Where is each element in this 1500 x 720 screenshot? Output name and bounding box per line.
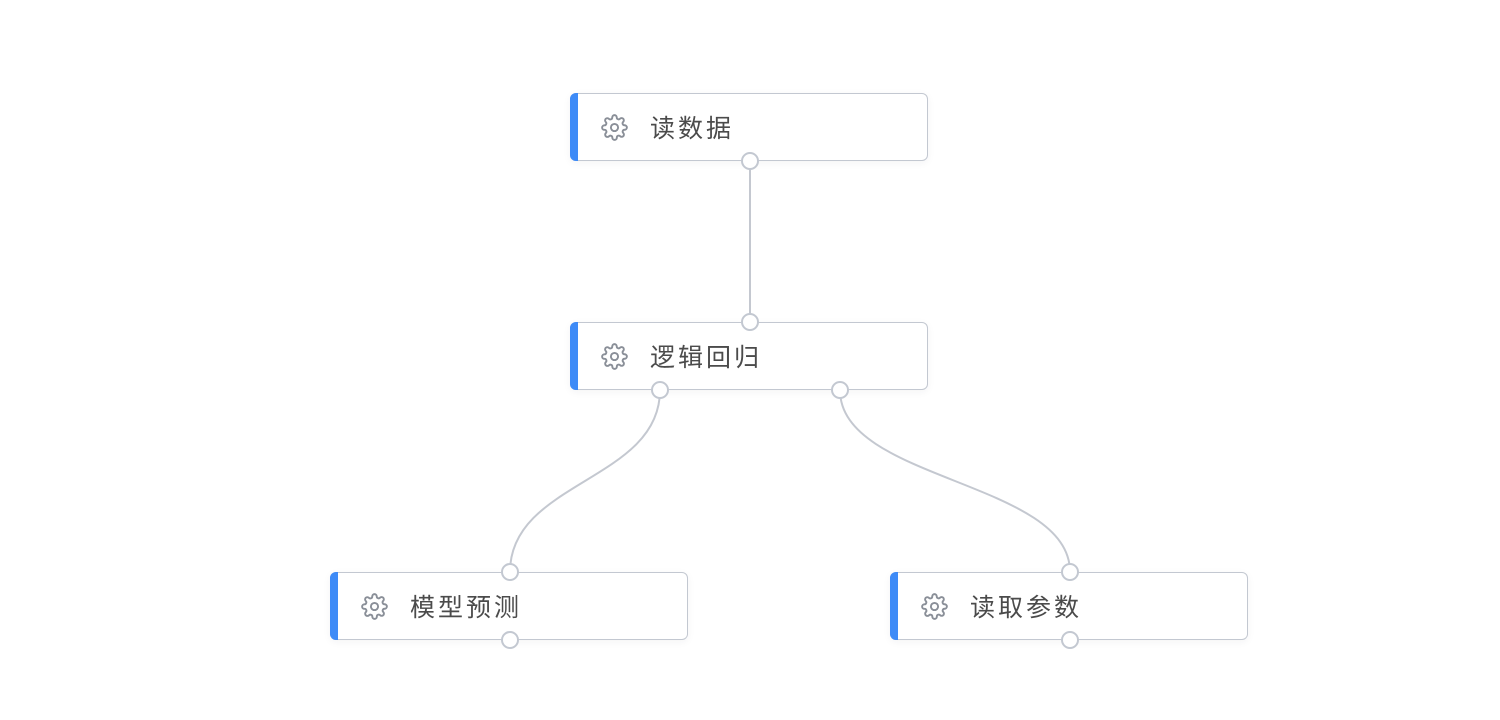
- node-accent-bar: [330, 572, 338, 640]
- node-accent-bar: [570, 322, 578, 390]
- node-read-data[interactable]: 读数据: [570, 93, 928, 161]
- edge-logistic-regression-to-read-params[interactable]: [839, 389, 1071, 573]
- port-out-model-predict[interactable]: [501, 631, 519, 649]
- gear-icon: [921, 592, 948, 620]
- edge-logistic-regression-to-model-predict[interactable]: [509, 389, 661, 573]
- port-in-model-predict[interactable]: [501, 563, 519, 581]
- node-label: 读取参数: [970, 594, 1083, 622]
- node-accent-bar: [570, 93, 578, 161]
- gear-icon: [601, 342, 628, 370]
- port-in-logistic-regression[interactable]: [741, 313, 759, 331]
- node-label: 模型预测: [410, 594, 523, 622]
- port-out-read-data[interactable]: [741, 152, 759, 170]
- node-accent-bar: [890, 572, 898, 640]
- node-logistic-regression[interactable]: 逻辑回归: [570, 322, 928, 390]
- gear-icon: [601, 113, 628, 141]
- node-label: 读数据: [650, 115, 735, 143]
- node-read-params[interactable]: 读取参数: [890, 572, 1248, 640]
- port-in-read-params[interactable]: [1061, 563, 1079, 581]
- port-out-left-logistic-regression[interactable]: [651, 381, 669, 399]
- port-out-read-params[interactable]: [1061, 631, 1079, 649]
- node-model-predict[interactable]: 模型预测: [330, 572, 688, 640]
- gear-icon: [361, 592, 388, 620]
- port-out-right-logistic-regression[interactable]: [831, 381, 849, 399]
- node-label: 逻辑回归: [650, 344, 763, 372]
